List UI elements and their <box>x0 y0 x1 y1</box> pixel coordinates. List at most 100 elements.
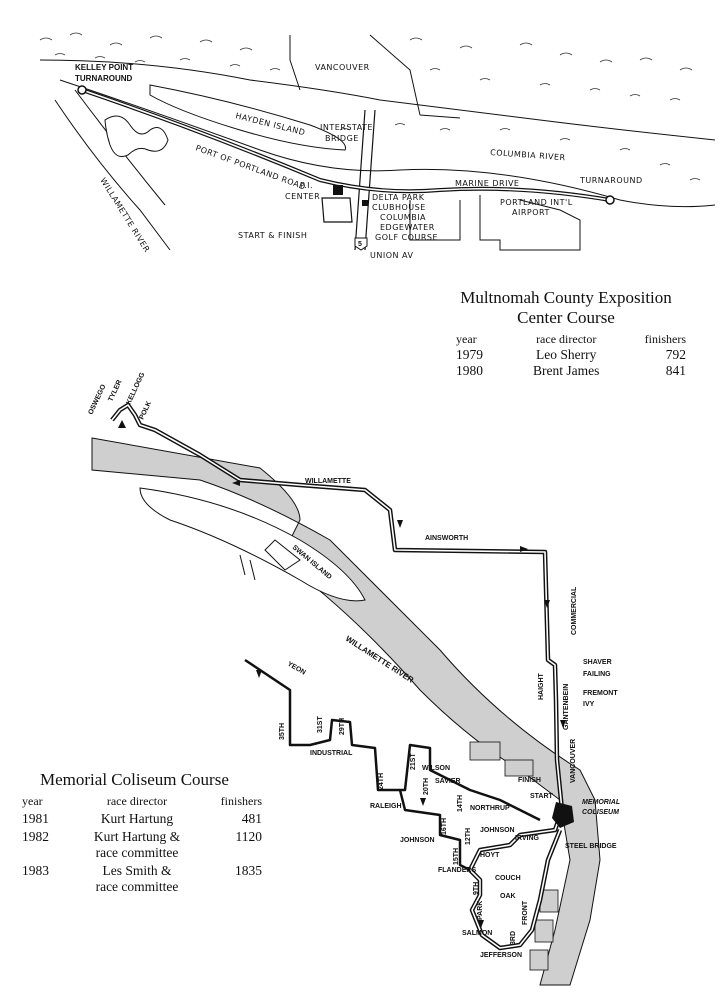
kelley-point-label: KELLEY POINT <box>75 63 133 72</box>
street-3rd-label: 3RD <box>510 931 517 945</box>
shaver-label: SHAVER <box>583 659 612 666</box>
street-16th-label: 16TH <box>441 818 448 835</box>
row-finishers: 841 <box>665 363 686 378</box>
pi-label: P.I. <box>300 181 313 190</box>
coliseum-label: COLISEUM <box>582 809 619 816</box>
airport-label-2: AIRPORT <box>512 208 550 217</box>
expo-title-2: Center Course <box>517 308 615 327</box>
columbia-south-bank <box>59 79 716 208</box>
expo-header-director: race director <box>536 332 597 346</box>
start-finish-area <box>321 197 353 223</box>
haight-label: HAIGHT <box>538 672 545 700</box>
oak-label: OAK <box>500 893 516 900</box>
row-finishers: 1120 <box>235 829 263 844</box>
lakes <box>104 115 169 158</box>
marine-drive-label: MARINE DRIVE <box>455 179 519 188</box>
failing-label: FAILING <box>583 671 611 678</box>
table-row: 1982 Kurt Hartung & race committee 1120 <box>22 829 272 861</box>
row-year: 1980 <box>456 363 483 378</box>
columbia-river-texture <box>39 32 701 181</box>
table-row: 1983 Les Smith & race committee 1835 <box>22 863 272 895</box>
finish-label: FINISH <box>518 777 541 784</box>
golf-course-label: GOLF COURSE <box>375 233 438 242</box>
coliseum-header-row: year race director finishers <box>22 794 272 809</box>
start-label: START <box>530 793 554 800</box>
row-director: Les Smith & race committee <box>95 863 179 894</box>
row-year: 1983 <box>22 863 49 878</box>
bridge-label: BRIDGE <box>325 134 359 143</box>
flanders-label: FLANDERS <box>438 867 476 874</box>
irving-label: IRVING <box>515 835 540 842</box>
exposition-course-map: 5 KELLEY POINT TURNAROUND VANCOUVER HAYD… <box>39 32 716 260</box>
expo-title-1: Multnomah County Exposition <box>460 288 672 307</box>
coliseum-header-year: year <box>22 794 43 808</box>
union-av-label: UNION AV <box>370 251 413 260</box>
street-21st-label: 21ST <box>410 753 417 770</box>
table-row: 1981 Kurt Hartung 481 <box>22 811 272 827</box>
coliseum-course-table: Memorial Coliseum Course year race direc… <box>22 770 272 895</box>
kelley-turnaround-point <box>77 85 87 95</box>
row-director: Kurt Hartung & race committee <box>93 829 181 860</box>
yeon-label: YEON <box>286 661 307 677</box>
street-20th-label: 20TH <box>423 778 430 795</box>
row-finishers: 792 <box>665 347 686 362</box>
hoyt-label: HOYT <box>480 852 500 859</box>
wilson-label: WILSON <box>422 765 450 772</box>
row-year: 1981 <box>22 811 49 826</box>
interstate-bridge <box>354 109 376 251</box>
row-director: Brent James <box>533 363 600 378</box>
pi-center-building <box>333 185 343 195</box>
airport-label: PORTLAND INT'L <box>500 198 573 207</box>
street-12th-label: 12TH <box>465 828 472 845</box>
coliseum-building-icon <box>552 802 574 828</box>
row-finishers: 1835 <box>235 863 262 878</box>
memorial-label: MEMORIAL <box>582 799 620 806</box>
interstate-label: INTERSTATE <box>320 123 373 132</box>
table-row: 1980 Brent James 841 <box>446 363 686 379</box>
vancouver-outline <box>289 34 461 119</box>
salmon-label: SALMON <box>462 930 492 937</box>
vancouver-street-label: VANCOUVER <box>570 739 577 783</box>
downtown-blocks <box>469 741 559 971</box>
expo-header-finishers: finishers <box>644 332 686 346</box>
park-label: PARK <box>477 901 484 920</box>
golf-course-outline <box>409 200 461 241</box>
swan-island <box>139 487 366 602</box>
street-15th-label: 15TH <box>453 848 460 865</box>
direction-arrows <box>118 420 566 928</box>
airport-outline <box>479 195 581 251</box>
coliseum-header-director: race director <box>106 794 168 808</box>
columbia-north-bank <box>39 59 716 141</box>
ainsworth-label: AINSWORTH <box>425 535 468 542</box>
edgewater-label: EDGEWATER <box>380 223 435 232</box>
coliseum-header-finishers: finishers <box>220 794 262 808</box>
industrial-label: INDUSTRIAL <box>310 750 353 757</box>
johnson-label-a: JOHNSON <box>400 837 435 844</box>
oswego-label: OSWEGO <box>87 383 107 416</box>
inner-loop-route <box>244 658 541 822</box>
street-14th-label: 14TH <box>457 795 464 812</box>
expo-header-year: year <box>456 332 477 346</box>
columbia-golf-label: COLUMBIA <box>380 213 426 222</box>
row-director: Leo Sherry <box>536 347 597 362</box>
delta-park-label: DELTA PARK <box>372 193 425 202</box>
highway-shield-icon <box>354 237 368 251</box>
savier-label: SAVIER <box>435 778 461 785</box>
hayden-island <box>149 84 347 151</box>
couch-label: COUCH <box>495 875 521 882</box>
street-29th-label: 29TH <box>339 718 346 735</box>
street-24th-label: 24TH <box>378 773 385 790</box>
willamette-label: WILLAMETTE <box>305 478 351 485</box>
northrup-label: NORTHRUP <box>470 805 510 812</box>
polk-label: POLK <box>138 400 153 421</box>
exposition-course-table: Multnomah County Exposition Center Cours… <box>446 288 686 379</box>
fremont-label: FREMONT <box>583 690 618 697</box>
johnson-label-b: JOHNSON <box>480 827 515 834</box>
street-31st-label: 31ST <box>317 716 324 733</box>
inner-loop-route-2 <box>398 789 471 872</box>
table-row: 1979 Leo Sherry 792 <box>446 347 686 363</box>
commercial-label: COMMERCIAL <box>571 586 578 635</box>
steel-bridge-label: STEEL BRIDGE <box>565 843 617 850</box>
row-year: 1979 <box>456 347 483 362</box>
